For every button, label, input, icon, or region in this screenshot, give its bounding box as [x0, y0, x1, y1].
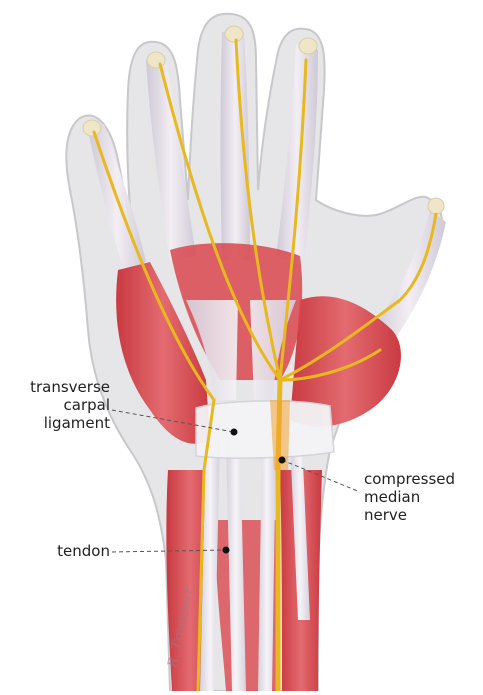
- label-ligament-line-2: carpal: [6, 396, 110, 414]
- label-ligament-line-1: transverse: [6, 378, 110, 396]
- label-nerve-line-3: nerve: [364, 506, 480, 524]
- thumb-tip-bone: [428, 198, 444, 214]
- index-tip-bone: [299, 38, 317, 54]
- middle-tip-bone: [225, 26, 243, 42]
- label-transverse-carpal-ligament: transverse carpal ligament: [6, 378, 110, 432]
- ligament-marker: [231, 429, 238, 436]
- nerve-marker: [279, 457, 286, 464]
- label-nerve-line-1: compressed: [364, 470, 480, 488]
- ring-tip-bone: [147, 52, 165, 68]
- pinky-tip-bone: [83, 120, 101, 136]
- label-ligament-line-3: ligament: [6, 414, 110, 432]
- middle-finger: [221, 32, 251, 260]
- tendon-marker: [223, 547, 230, 554]
- label-nerve-line-2: median: [364, 488, 480, 506]
- transverse-carpal-ligament: [196, 401, 334, 458]
- label-tendon: tendon: [40, 542, 110, 560]
- label-compressed-median-nerve: compressed median nerve: [364, 470, 480, 524]
